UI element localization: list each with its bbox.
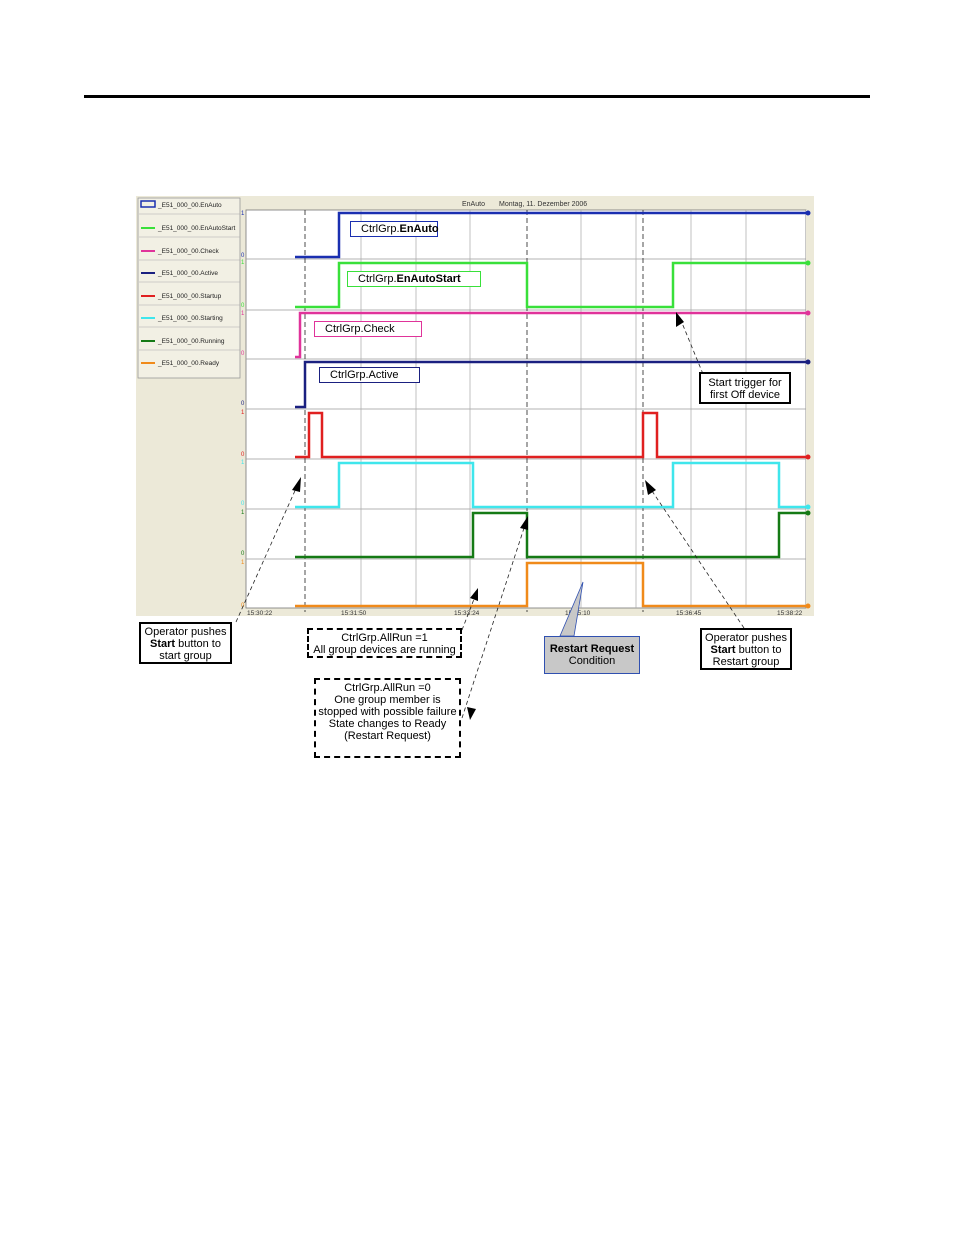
trace-startup (295, 411, 806, 459)
callout-operator-restart: Operator pushes Start button to Restart … (700, 628, 792, 670)
trace-enauto (295, 211, 806, 259)
time-tick: 15:33:24 (454, 610, 480, 617)
svg-text:_E51_000_00.EnAuto: _E51_000_00.EnAuto (157, 202, 222, 209)
legend-item: _E51_000_00.Ready (141, 360, 220, 367)
time-tick: 15:31:50 (341, 610, 367, 617)
chart-date: Montag, 11. Dezember 2006 (499, 201, 587, 208)
time-tick: 15:38:22 (777, 610, 803, 617)
svg-text:_E51_000_00.Ready: _E51_000_00.Ready (157, 360, 220, 367)
lane-separators (246, 258, 806, 560)
right-strip (806, 210, 812, 608)
svg-text:1: 1 (241, 311, 245, 317)
arrow-heads (292, 312, 684, 720)
svg-text:_E51_000_00.Starting: _E51_000_00.Starting (157, 315, 223, 322)
svg-text:_E51_000_00.Active: _E51_000_00.Active (157, 270, 218, 277)
svg-text:1: 1 (241, 260, 245, 266)
callout-start-trigger: Start trigger for first Off device (699, 372, 791, 404)
top-rule (84, 95, 870, 98)
callout-allrun-0: CtrlGrp.AllRun =0 One group member is st… (314, 678, 461, 758)
svg-text:1: 1 (241, 510, 245, 516)
trace-ready (295, 561, 806, 608)
svg-text:1: 1 (241, 211, 245, 217)
legend-item: _E51_000_00.EnAuto (140, 200, 222, 209)
label-enauto: CtrlGrp.EnAuto (350, 221, 439, 237)
label-check: CtrlGrp.Check (314, 321, 422, 337)
legend: _E51_000_00.EnAuto _E51_000_00.EnAutoSta… (139, 200, 240, 367)
svg-text:1: 1 (241, 410, 245, 416)
svg-text:1: 1 (241, 560, 245, 566)
trace-end-markers (805, 210, 811, 609)
label-enautostart: CtrlGrp.EnAutoStart (347, 271, 481, 287)
svg-text:_E51_000_00.Check: _E51_000_00.Check (157, 248, 219, 255)
trace-check (295, 311, 806, 359)
svg-text:_E51_000_00.Startup: _E51_000_00.Startup (157, 293, 222, 300)
legend-item: _E51_000_00.Check (141, 248, 219, 255)
label-active: CtrlGrp.Active (319, 367, 420, 383)
trace-active (295, 360, 806, 409)
svg-text:0: 0 (241, 303, 245, 309)
legend-item: _E51_000_00.EnAutoStart (141, 225, 236, 232)
svg-text:_E51_000_00.Running: _E51_000_00.Running (157, 338, 225, 345)
trace-running (295, 511, 806, 559)
svg-text:0: 0 (241, 452, 245, 458)
svg-text:0: 0 (241, 351, 245, 357)
chart-title: EnAuto (462, 201, 485, 208)
svg-text:_E51_000_00.EnAutoStart: _E51_000_00.EnAutoStart (157, 225, 236, 232)
annotation-arrows (235, 317, 745, 719)
callout-operator-start: Operator pushes Start button to start gr… (139, 622, 232, 664)
legend-item: _E51_000_00.Startup (141, 293, 222, 300)
time-tick: 15:36:45 (676, 610, 702, 617)
svg-text:1: 1 (241, 460, 245, 466)
time-tick: 15:30:22 (247, 610, 273, 617)
svg-text:0: 0 (241, 401, 245, 407)
trace-starting (295, 461, 806, 509)
legend-item: _E51_000_00.Running (141, 338, 225, 345)
legend-item: _E51_000_00.Starting (141, 315, 223, 322)
callout-allrun-1: CtrlGrp.AllRun =1 All group devices are … (307, 628, 462, 658)
trace-enautostart (295, 261, 806, 309)
svg-text:0: 0 (241, 501, 245, 507)
callout-restart-request: Restart Request Condition (544, 636, 640, 674)
svg-text:0: 0 (241, 551, 245, 557)
legend-item: _E51_000_00.Active (141, 270, 218, 277)
svg-text:0: 0 (241, 253, 245, 259)
